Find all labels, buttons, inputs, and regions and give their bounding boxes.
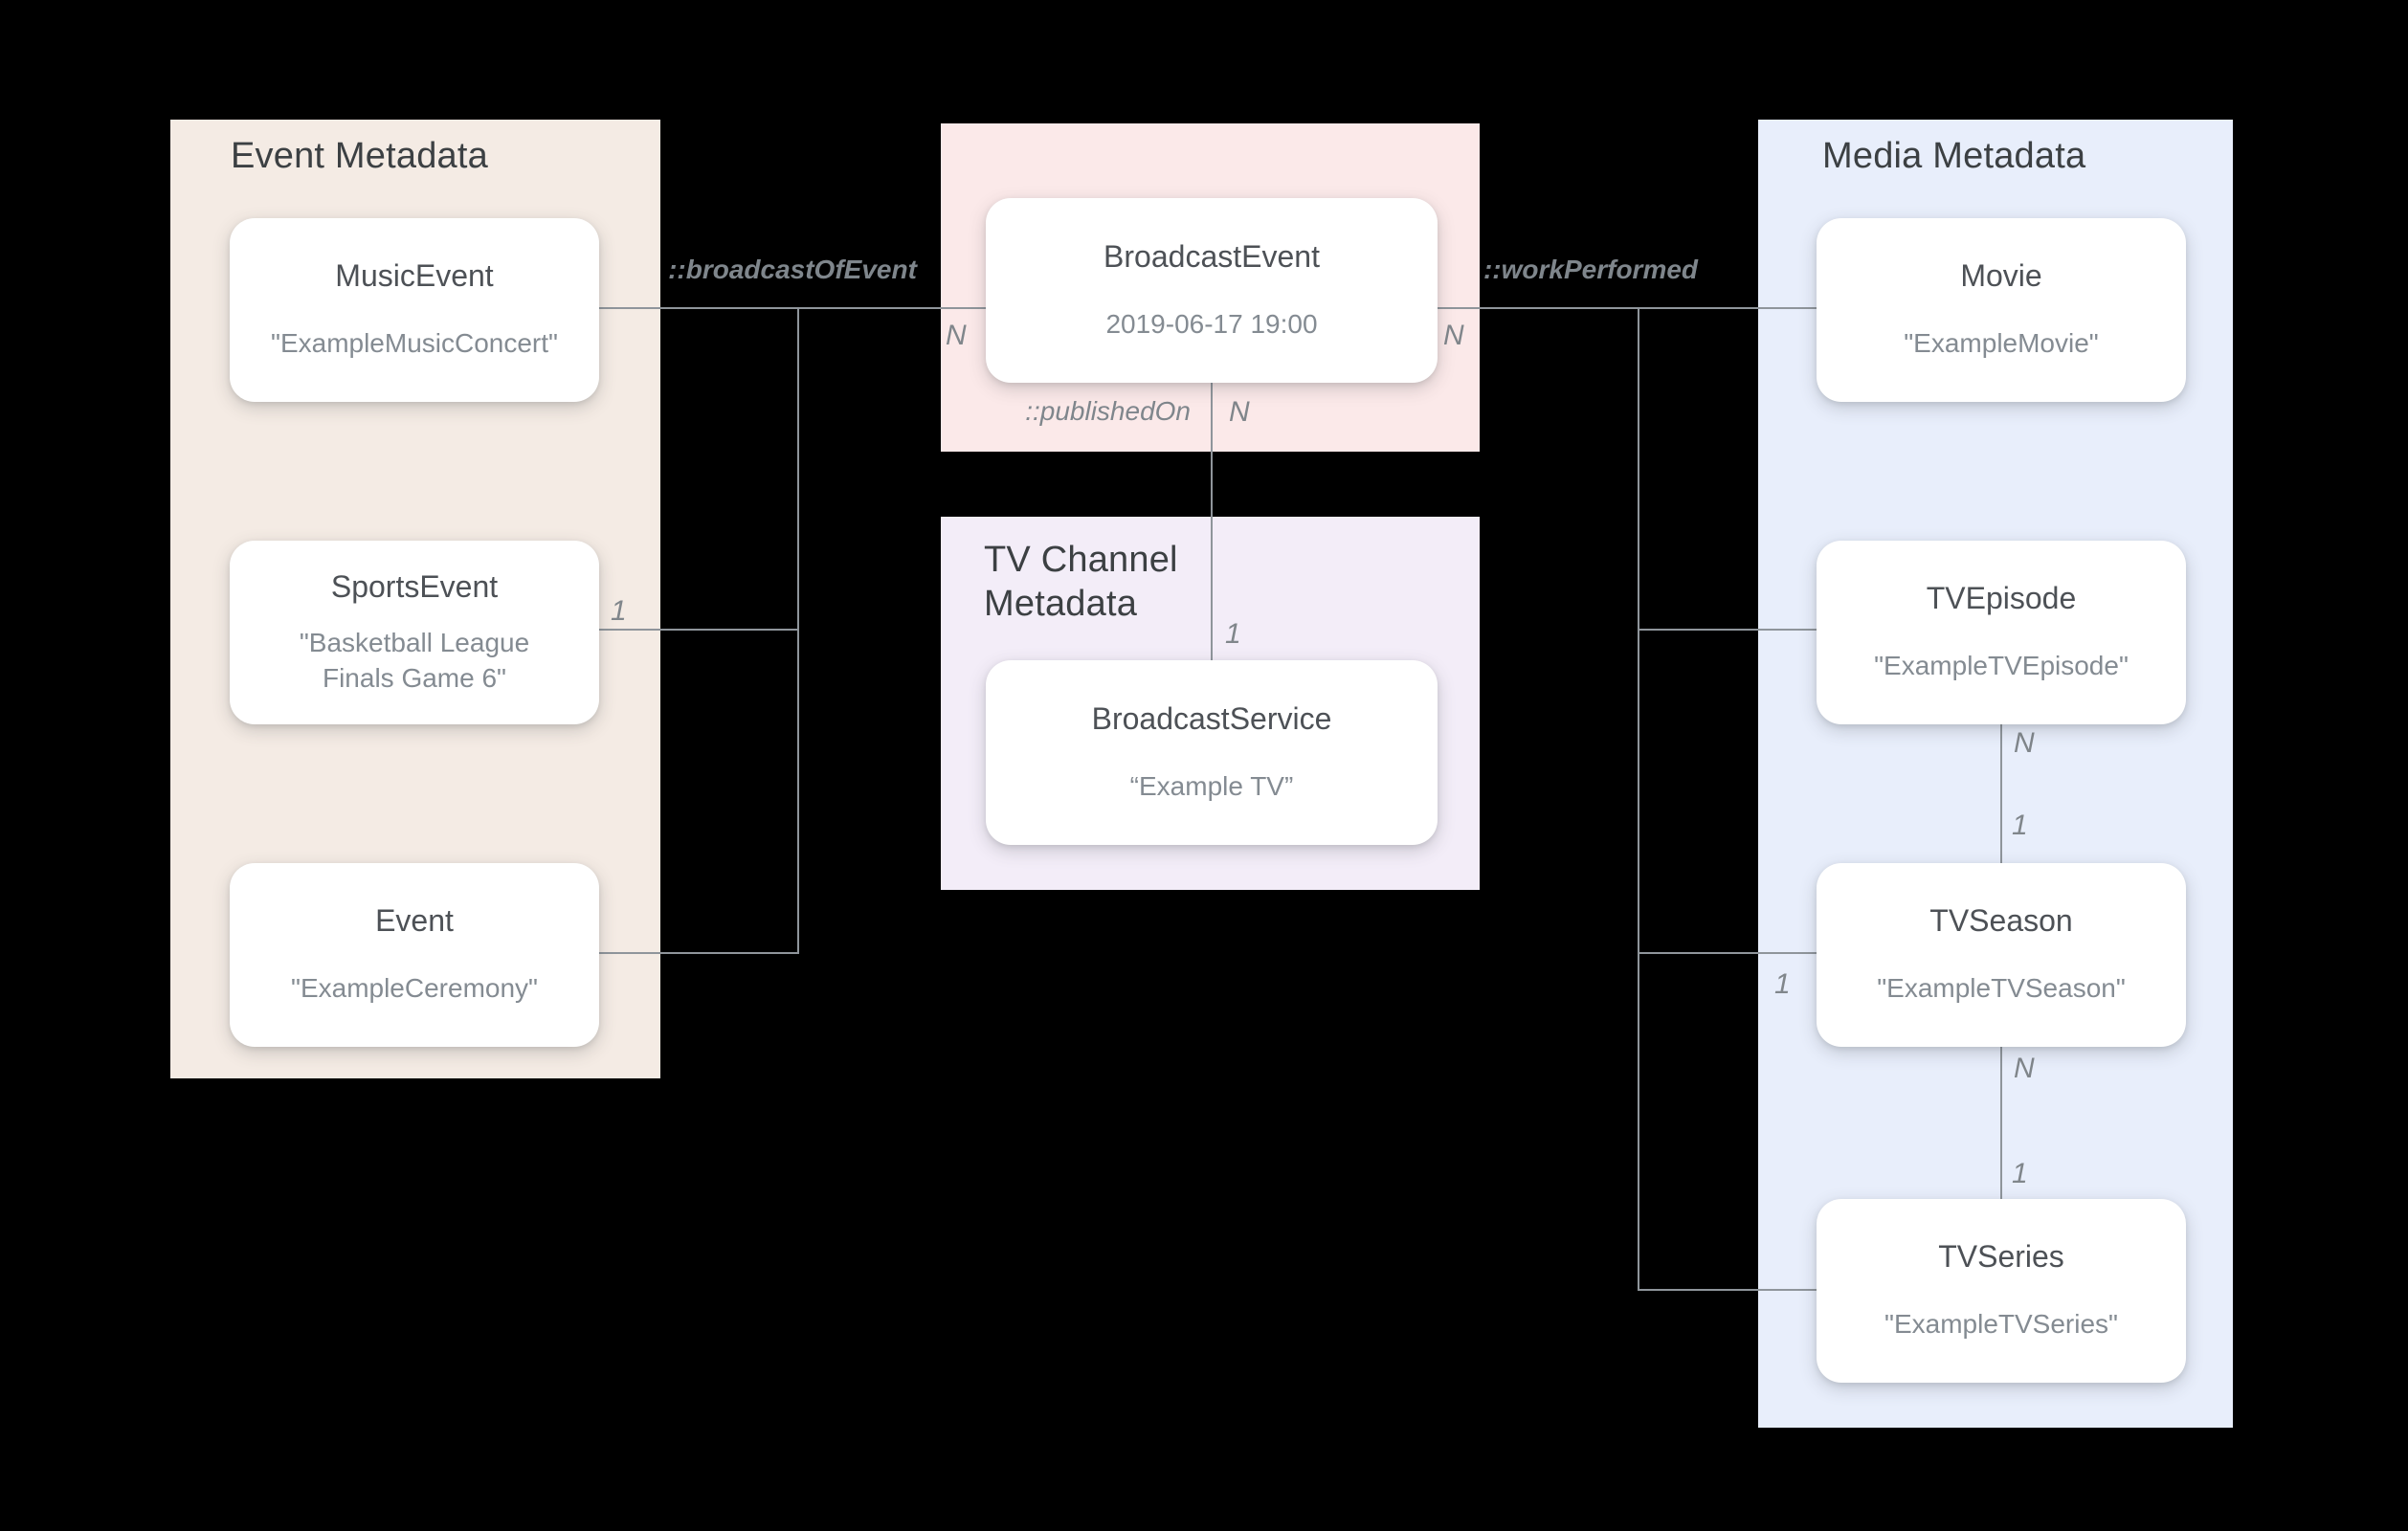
tv-channel-metadata-title: TV Channel Metadata [984,538,1290,627]
node-subtitle: 2019-06-17 19:00 [1105,308,1318,339]
cardinality-broadcastofevent-n: N [946,320,967,351]
node-title: TVEpisode [1926,581,2077,616]
node-broadcastservice: BroadcastService “Example TV” [986,660,1438,845]
tv-channel-metadata-title-line1: TV Channel [984,540,1178,580]
node-subtitle: "ExampleCeremony" [291,973,538,1004]
cardinality-publishedon-1: 1 [1225,618,1241,650]
node-subtitle: "ExampleTVEpisode" [1874,651,2129,681]
relation-label-workperformed: ::workPerformed [1483,255,1699,284]
node-tvseason: TVSeason "ExampleTVSeason" [1817,863,2186,1047]
node-title: BroadcastService [1091,700,1332,736]
node-subtitle: "ExampleTVSeason" [1877,973,2126,1004]
node-title: BroadcastEvent [1104,238,1320,274]
relation-label-publishedon: ::publishedOn [1025,396,1191,426]
connector-broadcastevent-broadcastservice [1211,383,1213,660]
cardinality-publishedon-n: N [1229,396,1250,428]
node-movie: Movie "ExampleMovie" [1817,218,2186,402]
node-broadcastevent: BroadcastEvent 2019-06-17 19:00 [986,198,1438,383]
cardinality-episode-season-n: N [2014,727,2035,759]
tv-channel-metadata-title-line2: Metadata [984,584,1138,625]
connector-tvseason-tvseries [2000,1047,2002,1199]
node-subtitle: “Example TV” [1129,770,1294,801]
node-sportsevent: SportsEvent "Basketball League Finals Ga… [230,541,599,724]
connector-event-branch [599,952,798,954]
cardinality-tvseason-1: 1 [1774,968,1791,1000]
connector-sportsevent-branch [599,629,798,631]
node-subtitle: "ExampleTVSeries" [1884,1309,2118,1340]
connector-musicevent-broadcastevent [599,307,986,309]
node-subtitle: "Basketball League Finals Game 6" [299,628,530,693]
node-subtitle: "ExampleMovie" [1904,328,2099,359]
node-title: MusicEvent [335,258,494,294]
connector-branch-right [1638,307,1639,1291]
media-metadata-title: Media Metadata [1822,136,2086,176]
connector-tvepisode-tvseason [2000,724,2002,863]
cardinality-sportsevent-1: 1 [611,595,627,627]
connector-branch-left [797,307,799,954]
cardinality-season-series-1: 1 [2012,1158,2028,1189]
node-subtitle: "ExampleMusicConcert" [271,328,558,359]
node-title: Movie [1960,258,2042,294]
connector-branch-tvseason [1639,952,1817,954]
node-tvepisode: TVEpisode "ExampleTVEpisode" [1817,541,2186,724]
node-tvseries: TVSeries "ExampleTVSeries" [1817,1199,2186,1383]
connector-branch-tvseries [1639,1289,1817,1291]
connector-branch-tvepisode [1639,629,1817,631]
event-metadata-title: Event Metadata [231,136,488,176]
node-musicevent: MusicEvent "ExampleMusicConcert" [230,218,599,402]
node-event: Event "ExampleCeremony" [230,863,599,1047]
relation-label-broadcastofevent: ::broadcastOfEvent [668,255,917,284]
node-title: SportsEvent [330,569,499,605]
connector-broadcastevent-movie [1438,307,1817,309]
node-title: Event [375,903,454,939]
cardinality-episode-season-1: 1 [2012,810,2028,841]
node-title: TVSeries [1938,1239,2064,1275]
cardinality-workperformed-n: N [1443,320,1464,351]
node-title: TVSeason [1929,903,2073,939]
cardinality-season-series-n: N [2014,1053,2035,1084]
